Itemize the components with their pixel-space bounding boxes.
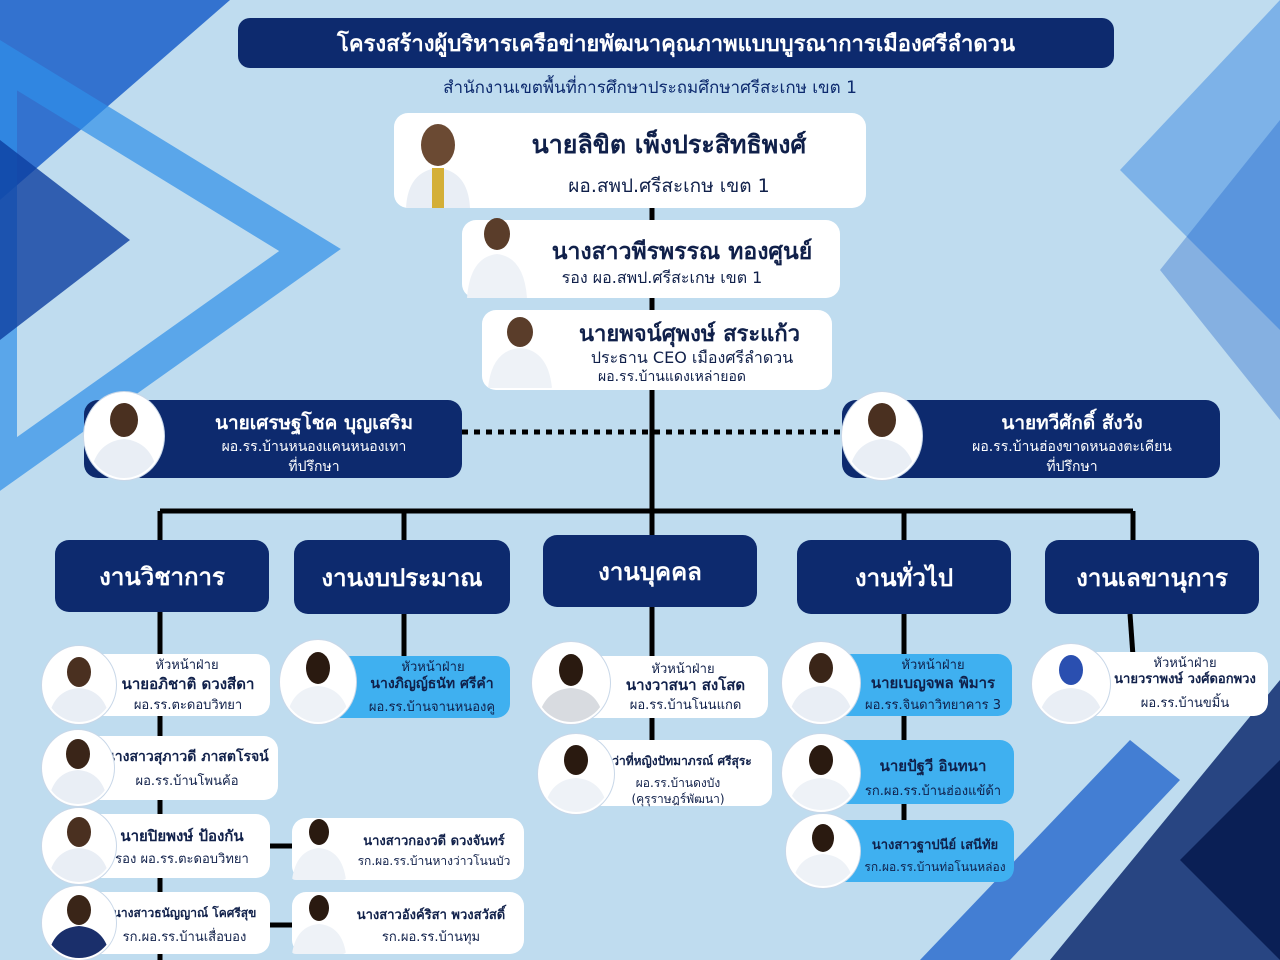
academic-member-3-position: รก.ผอ.รร.บ้านหางว่าวโนนบัว — [357, 854, 511, 868]
academic-member-1-photo — [42, 730, 114, 806]
director-photo — [398, 113, 478, 208]
secretary-head-name: นายวราพงษ์ วงศ์ดอกพวง — [1114, 672, 1256, 687]
secretary-head-photo — [1032, 644, 1110, 724]
budget-head-photo — [280, 640, 356, 724]
personnel-head-position: ผอ.รร.บ้านโนนแกด — [629, 698, 742, 713]
academic-member-5-photo — [290, 888, 348, 954]
advisor-left-photo — [84, 392, 164, 480]
general-member-2-photo — [786, 814, 860, 888]
academic-member-3-card: นางสาวกองวดี ดวงจันทร์ รก.ผอ.รร.บ้านหางว… — [292, 818, 524, 880]
advisor-left-name: นายเศรษฐโชค บุญเสริม — [214, 412, 414, 434]
dept-secretary: งานเลขานุการ — [1045, 540, 1259, 614]
general-member-2-name: นางสาวฐาปนีย์ เสนีทัย — [871, 838, 999, 853]
academic-member-5-position: รก.ผอ.รร.บ้านทุม — [381, 930, 481, 945]
deputy-name: นางสาวพีรพรรณ ทองศูนย์ — [551, 239, 813, 265]
advisor-right-role: ที่ปรึกษา — [1046, 459, 1098, 475]
deputy-photo — [462, 212, 532, 298]
academic-member-4-name: นางสาวธนัญญาณ์ โคศรีสุข — [112, 906, 257, 920]
academic-member-2-photo — [42, 808, 116, 884]
academic-member-1-position: ผอ.รร.บ้านโพนค้อ — [135, 774, 239, 789]
academic-member-2-name: นายปิยพงษ์ ป้องกัน — [120, 827, 244, 845]
secretary-head-position: ผอ.รร.บ้านขมิ้น — [1140, 696, 1230, 711]
dept-academic: งานวิชาการ — [55, 540, 269, 612]
director-name: นายลิขิต เพ็งประสิทธิพงศ์ — [531, 130, 807, 159]
dept-budget: งานงบประมาณ — [294, 540, 510, 614]
general-head-position: ผอ.รร.จินดาวิทยาคาร 3 — [864, 698, 1002, 713]
chairman-position: ประธาน CEO เมืองศรีลำดวน — [590, 348, 794, 367]
dept-general: งานทั่วไป — [797, 540, 1011, 614]
personnel-member-1-note: (คุรุราษฎร์พัฒนา) — [631, 792, 725, 806]
general-head-photo — [782, 642, 860, 724]
academic-member-3-name: นางสาวกองวดี ดวงจันทร์ — [363, 834, 505, 849]
academic-head-position: ผอ.รร.ตะดอบวิทยา — [133, 698, 243, 713]
chairman-name: นายพจน์ศุพงษ์ สระแก้ว — [579, 322, 800, 347]
dept-personnel: งานบุคคล — [543, 535, 757, 607]
academic-head-name: นายอภิชาติ ดวงสีดา — [121, 675, 255, 693]
personnel-member-1-name: ว่าที่หญิงปัทมาภรณ์ ศรีสุระ — [612, 754, 752, 768]
chart-title: โครงสร้างผู้บริหารเครือข่ายพัฒนาคุณภาพแบ… — [238, 18, 1114, 68]
general-member-1-name: นายปัฐวี อินทนา — [879, 757, 987, 775]
personnel-head-name: นางวาสนา สงโสด — [625, 676, 746, 694]
academic-member-3-photo — [290, 812, 348, 880]
advisor-left-position: ผอ.รร.บ้านหนองแคนหนองเทา — [221, 439, 407, 455]
chart-subtitle: สำนักงานเขตพื้นที่การศึกษาประถมศึกษาศรีส… — [443, 78, 857, 98]
advisor-right-name: นายทวีศักดิ์ สังวัง — [1001, 412, 1143, 434]
deputy-position: รอง ผอ.สพป.ศรีสะเกษ เขต 1 — [561, 268, 763, 287]
general-member-1-card: นายปัฐวี อินทนา รก.ผอ.รร.บ้านฮ่องแข้ด้า — [818, 740, 1014, 804]
budget-head-position: ผอ.รร.บ้านจานหนองคู — [368, 700, 496, 715]
personnel-member-1-photo — [538, 734, 614, 814]
general-head-name: นายเบญจพล พิมาร — [870, 674, 996, 692]
general-head-label: หัวหน้าฝ่าย — [901, 658, 965, 673]
chairman-photo — [484, 312, 556, 388]
general-member-1-photo — [782, 734, 860, 812]
director-card: นายลิขิต เพ็งประสิทธิพงศ์ ผอ.สพป.ศรีสะเก… — [394, 113, 866, 208]
general-member-1-position: รก.ผอ.รร.บ้านฮ่องแข้ด้า — [864, 784, 1002, 799]
advisor-right-position: ผอ.รร.บ้านฮ่องขาดหนองตะเคียน — [972, 439, 1172, 455]
personnel-head-photo — [532, 642, 610, 724]
academic-member-2-position: รอง ผอ.รร.ตะดอบวิทยา — [115, 852, 249, 867]
advisor-right-photo — [842, 392, 922, 480]
director-position: ผอ.สพป.ศรีสะเกษ เขต 1 — [568, 175, 770, 197]
academic-member-1-name: นางสาวสุภาวดี ภาสตโรจน์ — [105, 749, 269, 765]
advisor-left-role: ที่ปรึกษา — [288, 459, 340, 475]
academic-head-photo — [42, 646, 116, 724]
secretary-head-label: หัวหน้าฝ่าย — [1153, 656, 1217, 671]
academic-head-label: หัวหน้าฝ่าย — [155, 658, 219, 673]
academic-member-5-name: นางสาวอังค์ริสา พวงสวัสดิ์ — [356, 908, 506, 923]
personnel-member-1-position: ผอ.รร.บ้านดงบัง — [635, 776, 721, 790]
general-member-2-position: รก.ผอ.รร.บ้านท่อโนนหล่อง — [864, 860, 1006, 874]
academic-member-4-photo — [42, 886, 116, 960]
academic-member-4-position: รก.ผอ.รร.บ้านเสื่อบอง — [122, 930, 247, 945]
personnel-head-label: หัวหน้าฝ่าย — [651, 662, 715, 677]
personnel-member-1-card: ว่าที่หญิงปัทมาภรณ์ ศรีสุระ ผอ.รร.บ้านดง… — [578, 740, 772, 806]
chairman-school: ผอ.รร.บ้านแดงเหล่ายอด — [598, 369, 746, 385]
budget-head-name: นางภิญญ์ธนัท ศรีคำ — [370, 676, 494, 692]
budget-head-label: หัวหน้าฝ่าย — [401, 660, 465, 675]
